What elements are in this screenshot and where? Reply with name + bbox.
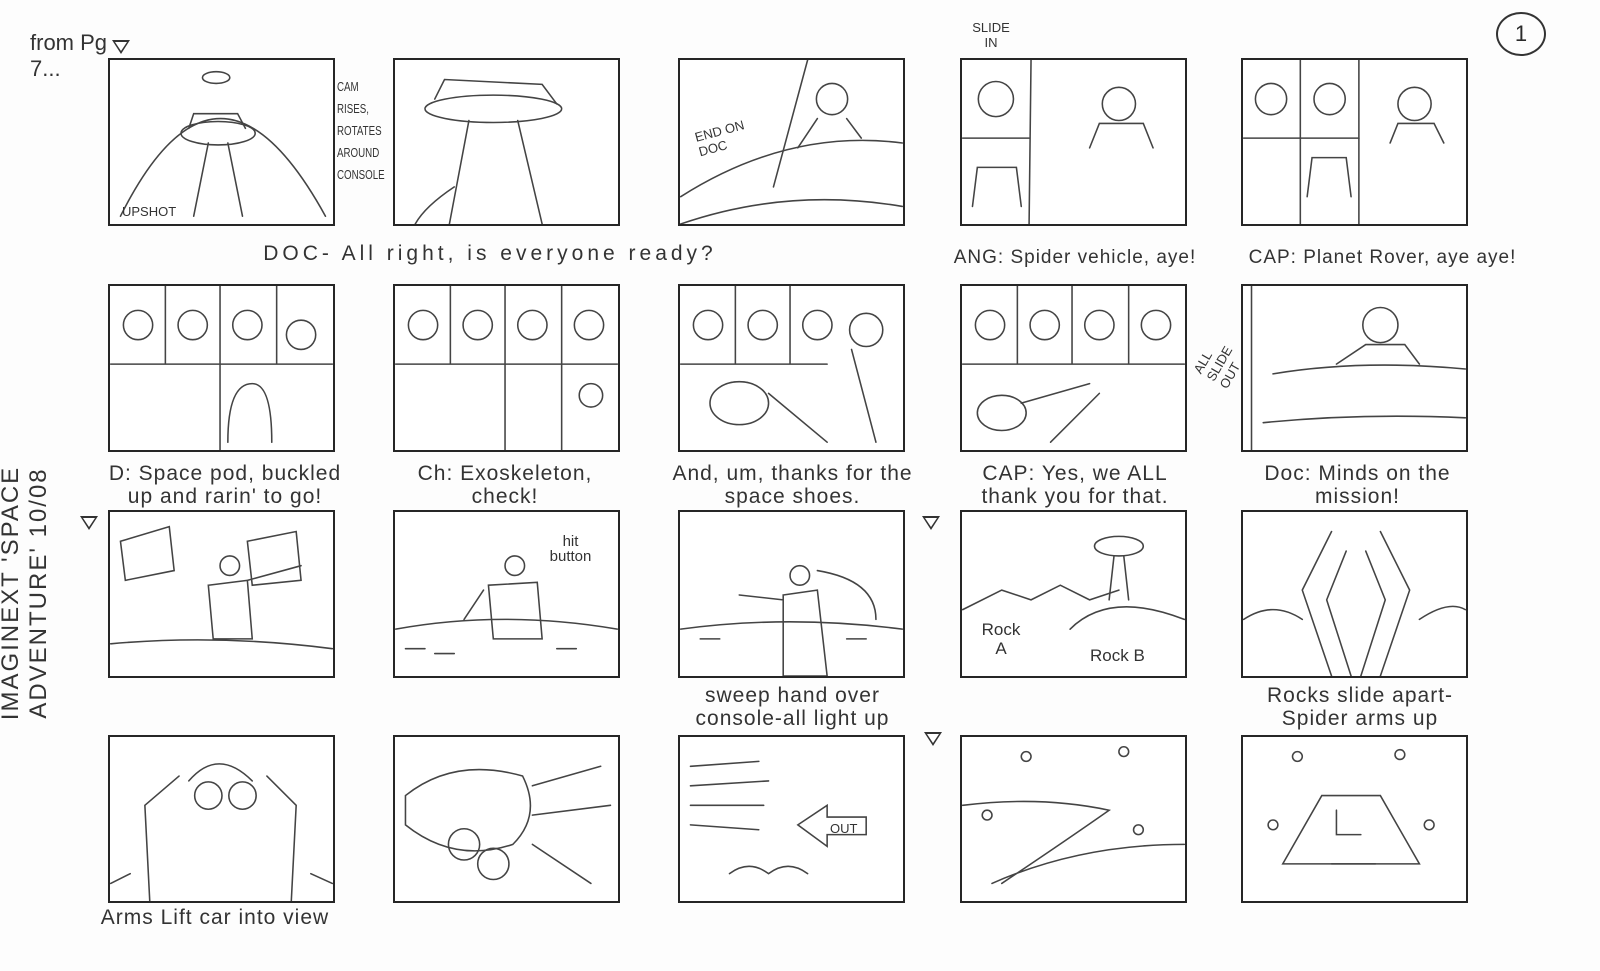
panel-10 [1241,284,1468,452]
panel-9 [960,284,1187,452]
panel-20 [1241,735,1468,903]
panel-4 [960,58,1187,226]
panel-16 [108,735,335,903]
cam-note: CAM RISES, ROTATES AROUND CONSOLE [337,79,385,182]
panel-13 [678,510,905,678]
panel-1: UPSHOT [108,58,335,226]
caption-sweep: sweep hand over console-all light up [695,684,890,730]
panel-14: Rock A Rock B [960,510,1187,678]
panel-2 [393,58,620,226]
scene-marker-icon [112,40,130,54]
hit-button-note: hit button [549,533,592,565]
upshot-note: UPSHOT [122,204,177,219]
caption-shoes: And, um, thanks for the space shoes. [672,462,913,508]
scene-marker-icon [922,516,940,530]
caption-d: D: Space pod, buckled up and rarin' to g… [108,462,342,508]
caption-ch: Ch: Exoskeleton, check! [417,462,593,508]
panel-5 [1241,58,1468,226]
rock-a-label: Rock A [981,620,1021,658]
panel-17 [393,735,620,903]
panel-6 [108,284,335,452]
panel-12: hit button [393,510,620,678]
panel-3: END ON DOC [678,58,905,226]
caption-row1-dialog: DOC- All right, is everyone ready? [263,242,717,265]
caption-cap2: CAP: Yes, we ALL thank you for that. [981,462,1169,508]
panel-11 [108,510,335,678]
caption-arms: Arms Lift car into view [100,906,330,929]
panel-19 [960,735,1187,903]
side-title: IMAGINEXT 'SPACE ADVENTURE' 10/08 [0,465,52,721]
caption-ang: ANG: Spider vehicle, aye! [953,247,1197,268]
panel-8 [678,284,905,452]
slide-in-note: SLIDE IN [972,20,1010,50]
scene-marker-icon [924,732,942,746]
caption-cap1: CAP: Planet Rover, aye aye! [1248,247,1517,268]
panel-18: OUT [678,735,905,903]
scene-marker-icon [80,516,98,530]
panel-15 [1241,510,1468,678]
rock-b-label: Rock B [1090,646,1145,665]
caption-rocks: Rocks slide apart- Spider arms up [1266,684,1454,730]
panel-7 [393,284,620,452]
from-page-note: from Pg 7... [30,30,108,81]
page-number: 1 [1496,12,1546,56]
caption-doc: Doc: Minds on the mission! [1264,462,1451,508]
out-note: OUT [830,821,858,836]
